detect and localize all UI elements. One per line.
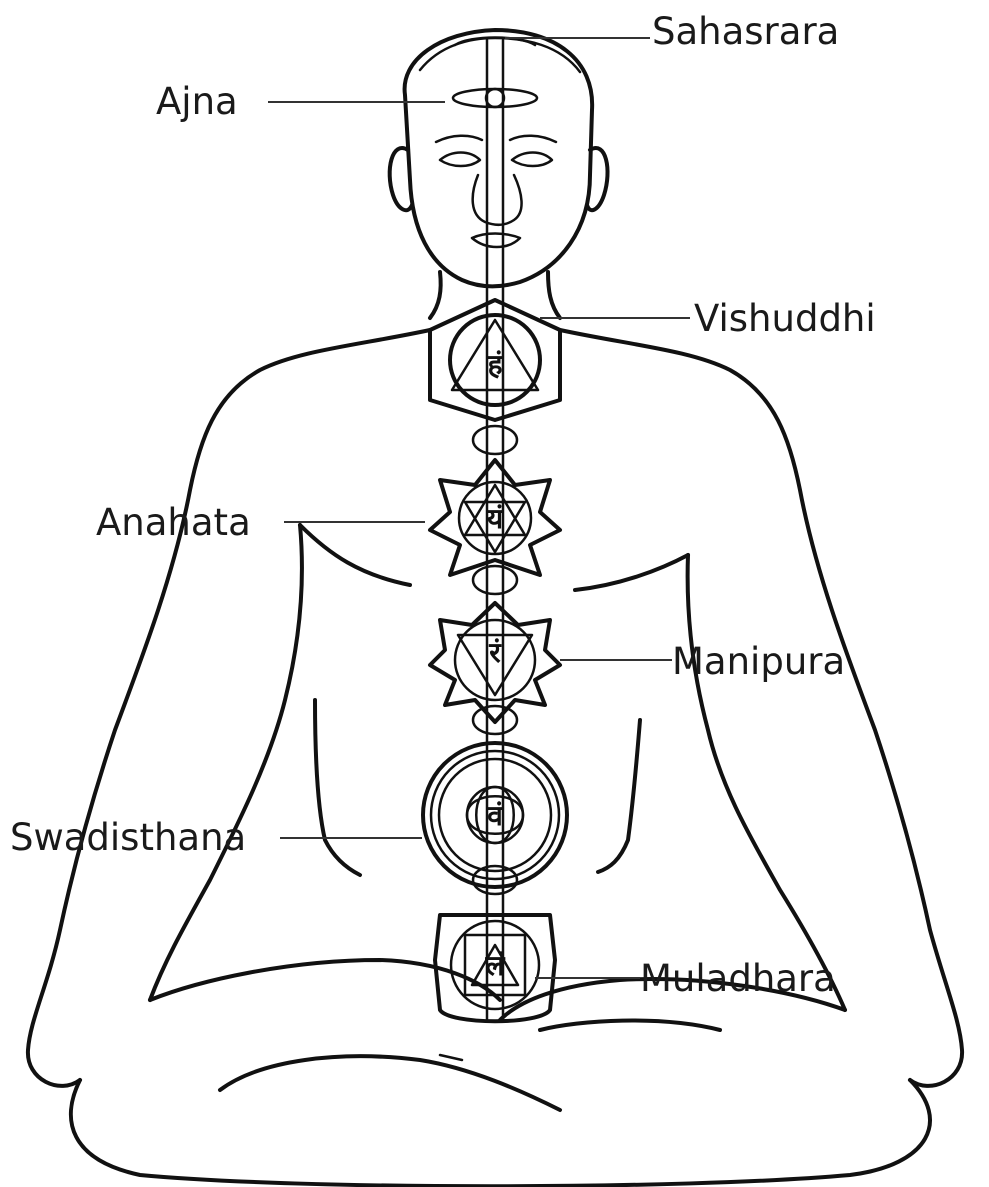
foot-left [220, 1056, 560, 1110]
torso-left [315, 700, 360, 875]
brow-right [510, 136, 556, 142]
eye-left [440, 153, 480, 167]
vishuddhi-seed-glyph: हं [487, 348, 504, 381]
label-anahata: Anahata [96, 501, 251, 544]
ajna-symbol [453, 89, 537, 107]
label-ajna: Ajna [156, 80, 238, 123]
anahata-symbol: यं [430, 460, 560, 575]
muladhara-seed-glyph: लं [485, 949, 506, 982]
channel-bead [473, 566, 517, 594]
ajna-center [486, 89, 504, 107]
label-vishuddhi: Vishuddhi [694, 297, 876, 340]
muladhara-symbol: लं [435, 915, 555, 1021]
label-manipura: Manipura [672, 640, 845, 683]
torso-right [598, 720, 640, 872]
legs-crossed-outer [71, 1080, 930, 1186]
mouth [472, 234, 520, 248]
label-muladhara: Muladhara [640, 957, 836, 1000]
neck-left [430, 272, 441, 318]
brow-left [436, 136, 482, 142]
label-sahasrara: Sahasrara [652, 10, 839, 53]
navel-mark [440, 1055, 462, 1060]
left-shoulder-arm [28, 330, 430, 1086]
left-inner-arm [150, 525, 302, 1000]
manipura-symbol: रं [430, 603, 560, 722]
nose [473, 175, 522, 225]
foot-right [540, 1021, 720, 1030]
leg-left-fold [150, 960, 500, 1000]
right-inner-arm [688, 555, 845, 1010]
neck-right [548, 272, 560, 318]
manipura-seed-glyph: रं [488, 636, 502, 669]
swadisthana-seed-glyph: वं [486, 799, 504, 832]
anahata-seed-glyph: यं [486, 502, 505, 535]
eye-right [512, 153, 552, 167]
chest-left [300, 525, 410, 585]
seated-figure-outline [28, 30, 962, 1186]
chest-right [575, 555, 688, 590]
channel-bead [473, 426, 517, 454]
label-swadisthana: Swadisthana [10, 816, 246, 859]
ajna-petal [453, 89, 537, 107]
